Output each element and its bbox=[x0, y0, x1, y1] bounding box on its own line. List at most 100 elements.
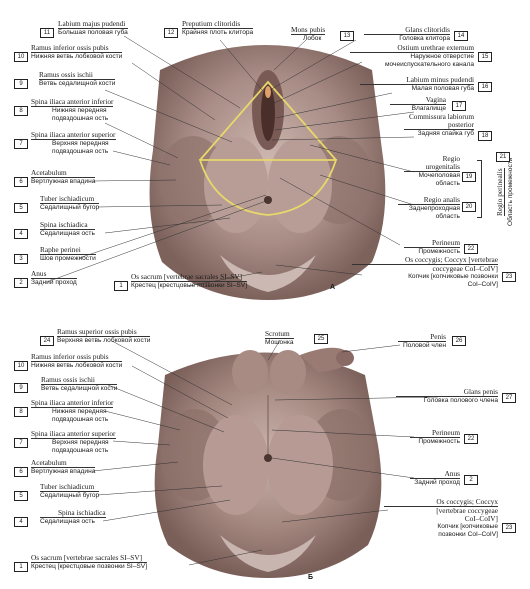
russian-term: Влагалище bbox=[411, 105, 446, 112]
russian-term: Задний проход bbox=[414, 479, 460, 486]
latin-term: Ramus inferior ossis pubis bbox=[31, 44, 123, 53]
russian-term: Лобок bbox=[303, 35, 322, 42]
anus-a bbox=[264, 196, 272, 204]
leader-lines-b bbox=[92, 339, 439, 566]
label-number: 5 bbox=[14, 203, 28, 213]
label-vagina: Vagina Влагалище bbox=[390, 96, 446, 113]
label-perineum-b: Perineum Промежность bbox=[410, 429, 460, 446]
latin-term: Os sacrum [vertebrae sacrales SI–SV] bbox=[31, 554, 148, 563]
russian-term: Вертлужная впадина bbox=[31, 178, 96, 185]
urogenital-triangle-a bbox=[199, 80, 337, 161]
label-number: 14 bbox=[454, 31, 468, 41]
latin-term: Spina iliaca anterior superior bbox=[31, 429, 116, 439]
latin-term: Tuber ischiadicum bbox=[40, 483, 100, 492]
russian-term: Верхняя передняя bbox=[52, 140, 109, 147]
label-glans-penis: Glans penis Головка полового члена bbox=[396, 388, 498, 405]
latin-term: Labium majus pudendi bbox=[58, 20, 128, 29]
label-number: 12 bbox=[164, 28, 178, 38]
russian-term: Задняя спайка губ bbox=[417, 130, 474, 137]
label-spina-iliaca-inferior: Spina iliaca anterior inferior Нижняя пе… bbox=[31, 97, 114, 123]
russian-term: Головка полового члена bbox=[423, 397, 498, 404]
russian-term: Крайняя плоть клитора bbox=[182, 29, 254, 36]
left-buttock-b bbox=[203, 415, 269, 515]
bracket-regio-perinealis bbox=[477, 160, 482, 218]
russian-term: Седалищная ость bbox=[40, 518, 95, 525]
latin-term: Raphe perinei bbox=[40, 246, 96, 255]
russian-term: Промежность bbox=[418, 438, 460, 445]
label-ramus-ischii: Ramus ossis ischii Ветвь седалищной кост… bbox=[39, 71, 116, 88]
latin-term: Perineum bbox=[404, 239, 460, 248]
latin-term: Spina iliaca anterior inferior bbox=[31, 398, 114, 408]
label-number: 13 bbox=[340, 31, 354, 41]
latin-term: Ramus ossis ischii bbox=[41, 376, 118, 385]
latin-term: Anus bbox=[410, 470, 460, 479]
latin-term: Spina iliaca anterior superior bbox=[31, 130, 116, 140]
label-mons-pubis: Mons pubis Лобок bbox=[291, 26, 326, 43]
russian-term: Нижняя передняя bbox=[52, 107, 107, 114]
label-acetabulum: Acetabulum Вертлужная впадина bbox=[31, 169, 96, 186]
russian-term: позвонки CoI–CoIV] bbox=[438, 531, 498, 538]
russian-term: Ветвь седалищной кости bbox=[39, 80, 116, 87]
russian-term: Шов промежности bbox=[40, 255, 96, 262]
latin-term: Penis bbox=[398, 333, 446, 342]
russian-term: CoI–CoIV] bbox=[467, 281, 498, 288]
latin-term: Commissura labiorum bbox=[408, 112, 474, 121]
label-number: 27 bbox=[502, 393, 516, 403]
russian-term: Мошонка bbox=[265, 339, 294, 346]
latin-term: CoI–CoIV] bbox=[464, 514, 498, 523]
glans-penis-b bbox=[336, 350, 354, 366]
left-buttock-a bbox=[204, 137, 268, 233]
label-number: 8 bbox=[14, 106, 28, 116]
label-penis: Penis Половой член bbox=[398, 333, 446, 350]
latin-term: Tuber ischiadicum bbox=[40, 195, 100, 204]
latin-term: Acetabulum bbox=[31, 169, 96, 178]
label-number: 2 bbox=[14, 278, 28, 288]
label-tuber-ischiadicum-b: Tuber ischiadicum Седалищный бугор bbox=[40, 483, 100, 500]
russian-term: область bbox=[435, 180, 460, 187]
label-number: 1 bbox=[114, 281, 128, 291]
label-number: 4 bbox=[14, 517, 28, 527]
latin-term: Anus bbox=[31, 270, 77, 279]
label-number: 15 bbox=[478, 52, 492, 62]
label-labium-minus: Labium minus pudendi Малая половая губа bbox=[360, 76, 474, 93]
label-labium-majus: Labium majus pudendi Большая половая губ… bbox=[58, 20, 128, 37]
latin-term: Acetabulum bbox=[31, 459, 96, 468]
russian-term: Головка клитора bbox=[399, 35, 450, 42]
vaginal-opening-a bbox=[261, 85, 275, 141]
russian-term: Нижняя передняя bbox=[52, 408, 107, 415]
latin-term: Ramus superior ossis pubis bbox=[57, 328, 151, 337]
label-number: 7 bbox=[14, 438, 28, 448]
latin-term: Spina iliaca anterior inferior bbox=[31, 97, 114, 107]
russian-term: Седалищный бугор bbox=[40, 492, 100, 499]
label-number: 10 bbox=[14, 52, 28, 62]
label-anus-b: Anus Задний проход bbox=[410, 470, 460, 487]
label-os-sacrum: Os sacrum [vertebrae sacrales SI–SV] Кре… bbox=[131, 273, 248, 290]
russian-term: Нижняя ветвь лобковой кости bbox=[31, 362, 123, 369]
label-os-sacrum-b: Os sacrum [vertebrae sacrales SI–SV] Кре… bbox=[31, 554, 148, 571]
russian-term: Верхняя передняя bbox=[52, 439, 109, 446]
label-number: 23 bbox=[502, 272, 516, 282]
latin-term: Vagina bbox=[390, 96, 446, 105]
label-spina-iliaca-superior: Spina iliaca anterior superior Верхняя п… bbox=[31, 131, 116, 156]
label-spina-ischiadica-b: Spina ischiadica Седалищная ость bbox=[40, 509, 106, 526]
latin-term: Os coccygis; Coccyx [vertebrae bbox=[352, 256, 498, 265]
label-ramus-superior-pubis: Ramus superior ossis pubis Верхняя ветвь… bbox=[57, 328, 151, 345]
latin-term: Labium minus pudendi bbox=[360, 76, 474, 85]
right-buttock-b bbox=[267, 415, 333, 515]
label-number: 21 bbox=[496, 152, 510, 162]
russian-term: Седалищная ость bbox=[40, 230, 95, 237]
label-number: 26 bbox=[452, 336, 466, 346]
label-number: 17 bbox=[452, 101, 466, 111]
label-perineum-a: Perineum Промежность bbox=[404, 239, 460, 256]
russian-term: мочеиспускательного канала bbox=[384, 61, 474, 68]
latin-term: Glans penis bbox=[396, 388, 498, 397]
label-ramus-inferior-pubis-b: Ramus inferior ossis pubis Нижняя ветвь … bbox=[31, 353, 123, 370]
label-regio-analis: Regio analis Заднепроходная область bbox=[398, 196, 460, 221]
russian-term: Копчик [копчиковые bbox=[437, 523, 498, 530]
latin-term: Preputium clitoridis bbox=[182, 20, 254, 29]
russian-term: Заднепроходная bbox=[408, 205, 460, 212]
russian-term: подвздошная ость bbox=[52, 115, 109, 122]
coccyx-bone-b bbox=[220, 535, 316, 572]
latin-term: Os sacrum [vertebrae sacrales SI–SV] bbox=[131, 273, 248, 282]
